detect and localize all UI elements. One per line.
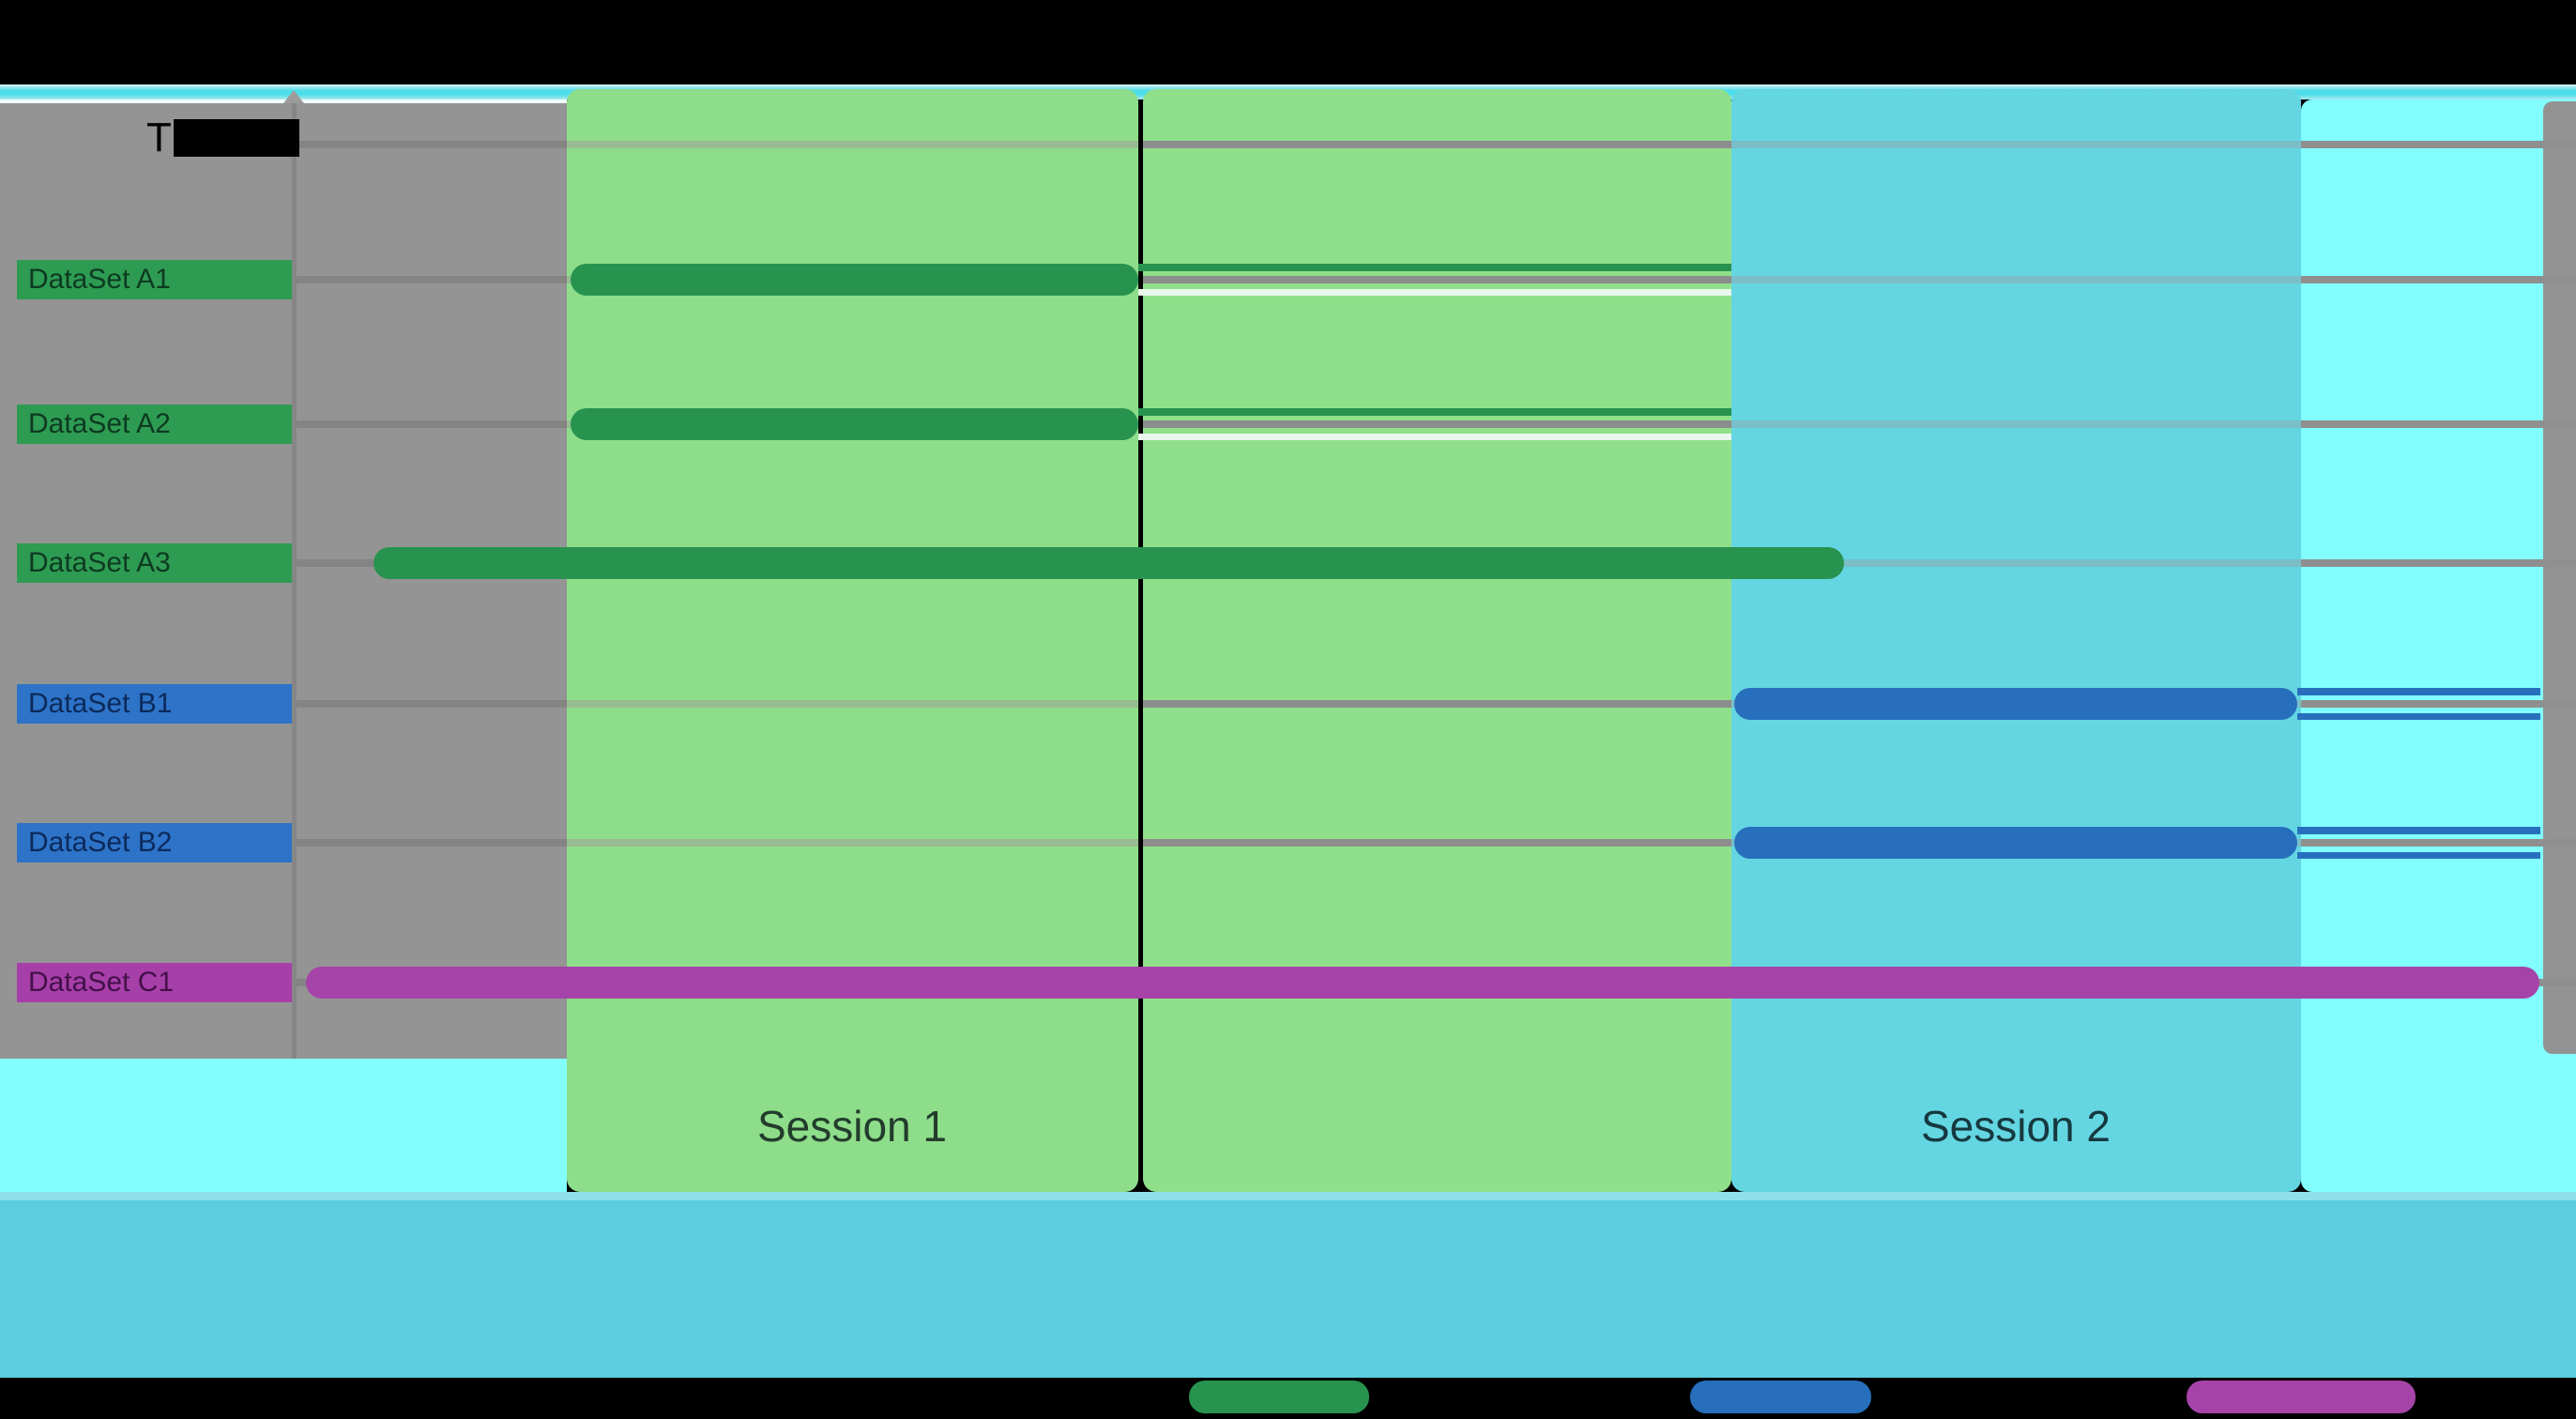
gridline [2301, 276, 2576, 283]
gridline [567, 141, 1138, 148]
gridline [1143, 141, 1731, 148]
row-label-dataset-a2: DataSet A2 [17, 404, 292, 444]
band-session-1b [1143, 89, 1731, 1192]
band-session-2 [1731, 89, 2301, 1192]
gridline [292, 839, 567, 847]
gantt-bar-row3 [373, 547, 1844, 579]
gantt-bar-tail-row2 [1138, 408, 1731, 440]
gridline [1143, 700, 1731, 708]
legend-swatch-3 [2187, 1381, 2416, 1413]
gridline [1143, 276, 1731, 283]
gantt-bar-row6 [306, 967, 2539, 999]
row-label-dataset-c1: DataSet C1 [17, 963, 292, 1002]
row-label-dataset-b2: DataSet B2 [17, 823, 292, 862]
legend-swatch-1 [1189, 1381, 1369, 1413]
bottom-left-aqua-margin [0, 1059, 567, 1192]
gridline [1731, 141, 2301, 148]
gridline [292, 420, 567, 428]
gridline [1143, 420, 1731, 428]
gridline [2301, 700, 2576, 708]
gridline [1731, 276, 2301, 283]
bottom-teal-band [0, 1200, 2576, 1378]
gridline [2301, 559, 2576, 567]
gridline [2301, 420, 2576, 428]
gridline [567, 839, 1138, 847]
band-session-1 [567, 89, 1138, 1192]
plot-title-visible-text: T [146, 114, 172, 160]
gantt-bar-row1 [571, 264, 1138, 296]
gantt-bar-tail-row5 [2297, 827, 2540, 859]
scrollbar-thumb[interactable] [2543, 101, 2576, 1054]
gantt-bar-tail-row4 [2297, 688, 2540, 720]
gantt-bar-row2 [571, 408, 1138, 440]
legend-swatch-2 [1690, 1381, 1871, 1413]
y-axis-line [292, 103, 297, 1059]
axis-top-tick-icon [283, 90, 304, 103]
gridline [2301, 839, 2576, 847]
session-label-session-1: Session 1 [756, 1102, 948, 1151]
right-pale-band [2301, 99, 2576, 1192]
row-label-dataset-b1: DataSet B1 [17, 684, 292, 724]
gantt-bar-row5 [1734, 827, 2297, 859]
gantt-bar-row4 [1734, 688, 2297, 720]
gridline [567, 700, 1138, 708]
plot-title: T [146, 116, 299, 160]
gridline [1731, 559, 2301, 567]
gridline [1731, 420, 2301, 428]
gantt-bar-tail-row1 [1138, 264, 1731, 296]
gridline [292, 141, 567, 148]
session-label-session-2: Session 2 [1920, 1102, 2111, 1151]
gridline [292, 700, 567, 708]
gridline [2301, 141, 2576, 148]
row-label-dataset-a3: DataSet A3 [17, 543, 292, 583]
gridline [1143, 839, 1731, 847]
row-label-dataset-a1: DataSet A1 [17, 260, 292, 299]
bottom-light-stripe [0, 1192, 2576, 1200]
title-redaction-box [173, 119, 299, 157]
gridline [292, 276, 567, 283]
